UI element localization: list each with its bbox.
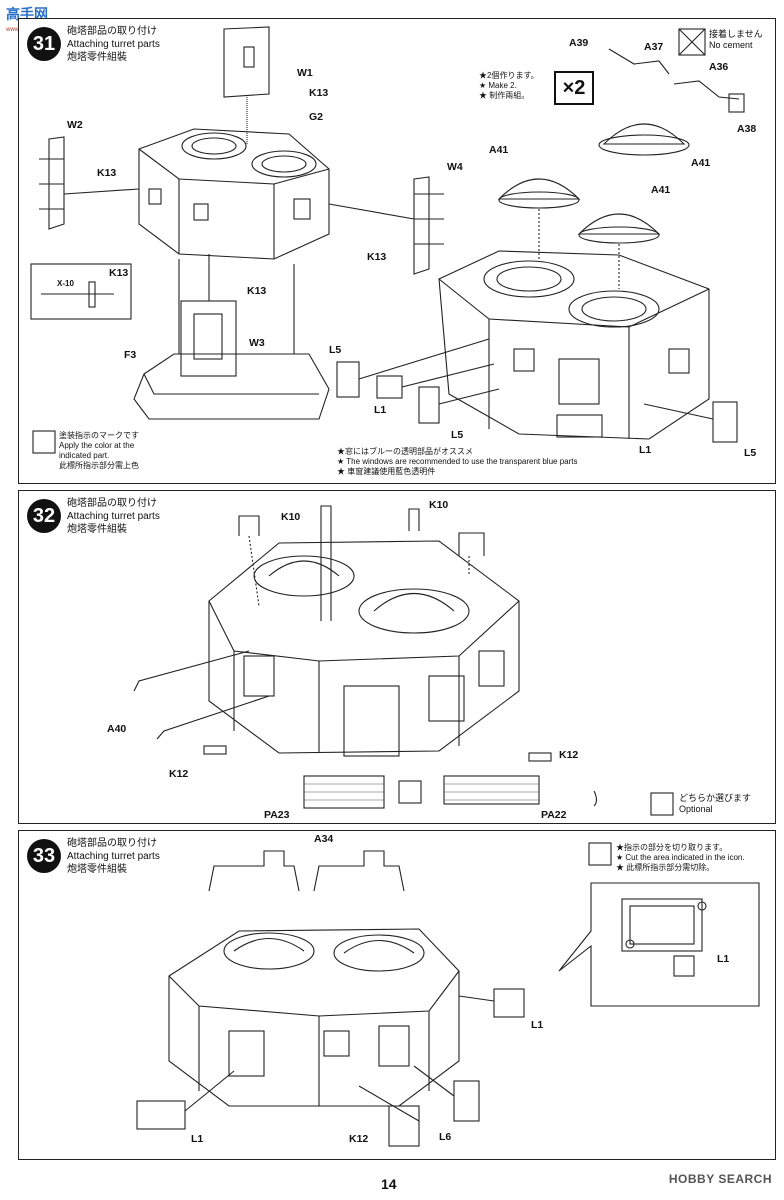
part-label: L1	[717, 953, 730, 965]
cut-note: ★指示の部分を切り取ります。 ★ Cut the area indicated …	[616, 843, 745, 872]
window-note: ★窓にはブルーの透明部品がオススメ ★ The windows are reco…	[337, 447, 578, 476]
turret-diagram-32	[133, 505, 674, 816]
part-label: K12	[169, 768, 189, 780]
step-number: 32	[27, 499, 61, 533]
part-label: G2	[309, 111, 324, 123]
part-label: A38	[737, 123, 757, 135]
part-label: PA22	[541, 809, 567, 821]
part-label: W2	[67, 119, 83, 131]
part-label: K13	[309, 87, 329, 99]
part-label: K13	[97, 167, 117, 179]
make-two-note: ★2個作ります。 ★ Make 2. ★ 制作兩組。	[479, 71, 539, 100]
part-label: A41	[489, 144, 509, 156]
step-number: 33	[27, 839, 61, 873]
no-cement-note: 接着しません No cement	[709, 29, 763, 50]
part-label: A41	[691, 157, 711, 169]
step-number: 31	[27, 27, 61, 61]
part-label: L5	[744, 447, 757, 459]
step-33-panel: 33 砲塔部品の取り付け Attaching turret parts 炮塔零件…	[18, 830, 776, 1160]
part-label: L5	[329, 344, 342, 356]
part-label: PA23	[264, 809, 290, 821]
part-label: L6	[439, 1131, 452, 1143]
part-label: X-10	[57, 279, 74, 288]
part-label: W1	[297, 67, 313, 79]
part-label: L1	[531, 1019, 544, 1031]
step-32-panel: 32 砲塔部品の取り付け Attaching turret parts 炮塔零件…	[18, 490, 776, 824]
turret-diagram-33	[136, 842, 760, 1147]
optional-note: どちらか選びます Optional	[679, 793, 752, 814]
part-label: K12	[349, 1133, 369, 1145]
part-label: K12	[559, 749, 579, 761]
part-label: K13	[247, 285, 267, 297]
part-label: K10	[281, 511, 301, 523]
brand-logo: HOBBY SEARCH	[668, 1172, 772, 1186]
step-title: 砲塔部品の取り付け Attaching turret parts 炮塔零件組裝	[67, 498, 160, 535]
part-label: A34	[314, 833, 334, 845]
step-title: 砲塔部品の取り付け Attaching turret parts 炮塔零件組裝	[67, 26, 160, 63]
step-title: 砲塔部品の取り付け Attaching turret parts 炮塔零件組裝	[67, 838, 160, 875]
step-31-panel: 31 砲塔部品の取り付け Attaching turret parts 炮塔零件…	[18, 18, 776, 484]
part-label: A37	[644, 41, 664, 53]
part-label: F3	[124, 349, 137, 361]
part-label: W4	[447, 161, 463, 173]
part-label: A40	[107, 723, 127, 735]
part-label: K13	[367, 251, 387, 263]
part-label: L1	[374, 404, 387, 416]
page-number: 14	[381, 1176, 397, 1192]
paint-note: 塗装指示のマークです Apply the color at the indica…	[59, 431, 139, 470]
part-label: A39	[569, 37, 589, 49]
part-label: A41	[651, 184, 671, 196]
part-label: L1	[191, 1133, 204, 1145]
part-label: W3	[249, 337, 265, 349]
part-label: L1	[639, 444, 652, 456]
part-label: K13	[109, 267, 129, 279]
times-two-badge: ×2	[554, 71, 594, 105]
turret-diagram-31	[30, 26, 745, 454]
part-label: K10	[429, 499, 449, 511]
part-label: A36	[709, 61, 729, 73]
part-label: L5	[451, 429, 464, 441]
